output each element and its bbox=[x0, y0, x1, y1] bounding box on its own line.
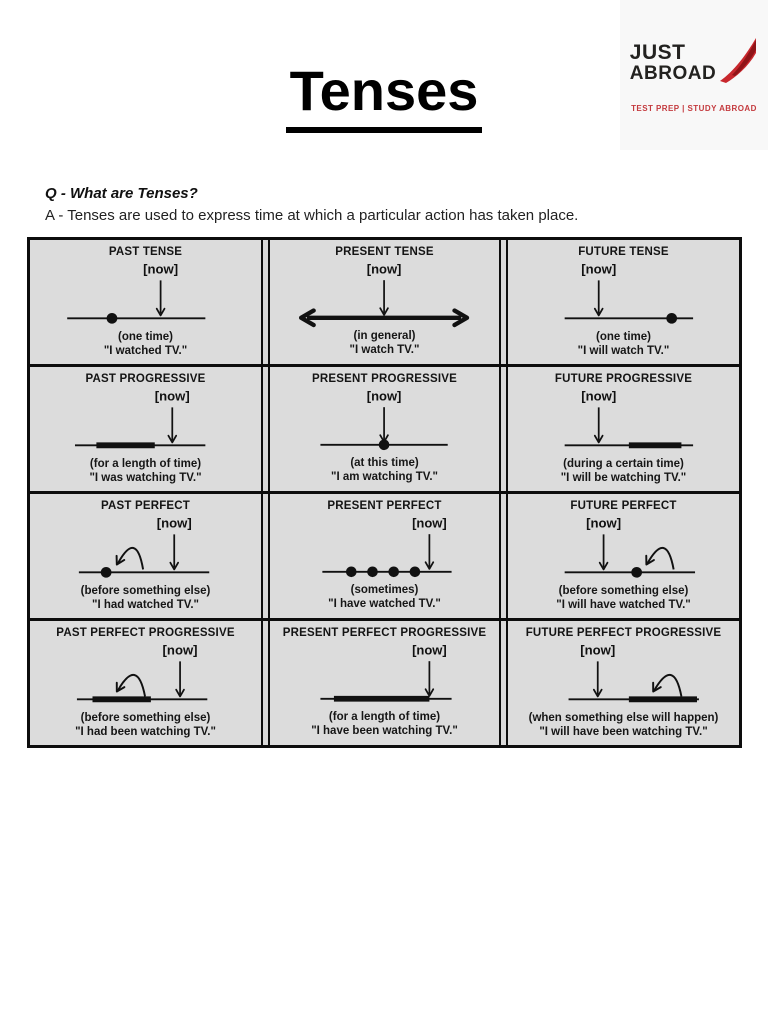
tense-title: FUTURE PROGRESSIVE bbox=[554, 372, 693, 385]
timeline-diagram: [now] bbox=[516, 639, 730, 711]
tense-title: FUTURE TENSE bbox=[578, 245, 669, 258]
tense-caption: (for a length of time) bbox=[328, 711, 441, 724]
tense-cell-future-perfect-progressive: FUTURE PERFECT PROGRESSIVE [now] (when s… bbox=[506, 620, 739, 745]
timeline-diagram: [now] bbox=[278, 639, 490, 710]
tense-title: FUTURE PERFECT PROGRESSIVE bbox=[525, 626, 722, 639]
logo-word-abroad: ABROAD bbox=[629, 62, 717, 84]
tense-cell-future-perfect: FUTURE PERFECT [now] (before something e… bbox=[506, 493, 739, 618]
tense-caption: (during a certain time) bbox=[563, 457, 684, 470]
tense-caption: (before something else) bbox=[558, 584, 689, 597]
svg-text:[now]: [now] bbox=[587, 515, 622, 530]
logo-word-just: JUST bbox=[629, 41, 686, 65]
timeline-diagram: [now] bbox=[38, 258, 252, 330]
svg-text:[now]: [now] bbox=[412, 515, 447, 530]
tense-caption: (before something else) bbox=[80, 584, 211, 597]
svg-text:[now]: [now] bbox=[412, 642, 447, 657]
tense-cell-future-progressive: FUTURE PROGRESSIVE [now] (during a certa… bbox=[506, 366, 739, 491]
timeline-diagram: [now] bbox=[516, 512, 730, 584]
table-row: PAST PROGRESSIVE [now] (for a length of … bbox=[30, 366, 739, 494]
tense-example: "I will watch TV." bbox=[577, 344, 670, 357]
svg-text:[now]: [now] bbox=[144, 261, 179, 276]
tense-cell-past-progressive: PAST PROGRESSIVE [now] (for a length of … bbox=[30, 366, 263, 491]
answer-line: A - Tenses are used to express time at w… bbox=[45, 206, 579, 224]
svg-text:[now]: [now] bbox=[367, 261, 402, 276]
tenses-table: PAST TENSE [now] (one time) "I watched T… bbox=[27, 236, 742, 748]
svg-text:[now]: [now] bbox=[581, 642, 616, 657]
tense-title: FUTURE PERFECT bbox=[570, 499, 677, 512]
tense-caption: (when something else will happen) bbox=[528, 711, 719, 724]
table-row: PAST PERFECT [now] (before something els… bbox=[30, 493, 739, 621]
tense-example: "I watch TV." bbox=[349, 344, 420, 357]
svg-text:[now]: [now] bbox=[582, 261, 617, 276]
tense-example: "I am watching TV." bbox=[331, 471, 438, 484]
tense-caption: (before something else) bbox=[80, 711, 211, 724]
page-title: Tenses bbox=[285, 61, 483, 133]
tense-example: "I will be watching TV." bbox=[560, 471, 687, 484]
timeline-diagram: [now] bbox=[278, 385, 490, 456]
tense-example: "I was watching TV." bbox=[89, 471, 202, 484]
tense-cell-past-perfect-progressive: PAST PERFECT PROGRESSIVE [now] (before s… bbox=[30, 620, 263, 745]
tense-example: "I have watched TV." bbox=[328, 598, 441, 611]
tense-title: PRESENT PERFECT PROGRESSIVE bbox=[282, 626, 487, 639]
tense-title: PRESENT PROGRESSIVE bbox=[311, 372, 458, 385]
svg-text:[now]: [now] bbox=[155, 388, 190, 403]
tense-title: PAST PERFECT bbox=[100, 499, 191, 512]
timeline-diagram: [now] bbox=[38, 385, 252, 457]
timeline-diagram: [now] bbox=[516, 258, 730, 330]
timeline-diagram: [now] bbox=[38, 639, 252, 711]
table-row: PAST TENSE [now] (one time) "I watched T… bbox=[30, 239, 739, 367]
tense-cell-present-simple: PRESENT TENSE [now] (in general) "I watc… bbox=[268, 239, 501, 364]
tense-title: PAST PROGRESSIVE bbox=[85, 372, 206, 385]
table-row: PAST PERFECT PROGRESSIVE [now] (before s… bbox=[30, 620, 739, 745]
tense-cell-present-perfect: PRESENT PERFECT [now] (sometimes) "I hav… bbox=[268, 493, 501, 618]
tense-cell-present-progressive: PRESENT PROGRESSIVE [now] (at this time)… bbox=[268, 366, 501, 491]
tense-example: "I had watched TV." bbox=[92, 598, 199, 611]
tense-title: PRESENT TENSE bbox=[335, 245, 434, 258]
tense-example: "I watched TV." bbox=[103, 344, 188, 357]
tense-example: "I will have been watching TV." bbox=[539, 725, 708, 738]
tense-cell-present-perfect-progressive: PRESENT PERFECT PROGRESSIVE [now] (for a… bbox=[268, 620, 501, 745]
tense-example: "I have been watching TV." bbox=[311, 725, 458, 738]
tense-caption: (at this time) bbox=[350, 457, 419, 470]
timeline-diagram: [now] bbox=[38, 512, 252, 584]
tense-cell-past-perfect: PAST PERFECT [now] (before something els… bbox=[30, 493, 263, 618]
tense-caption: (in general) bbox=[353, 330, 416, 343]
logo-tagline: TEST PREP | STUDY ABROAD bbox=[631, 104, 757, 113]
timeline-diagram: [now] bbox=[278, 512, 490, 583]
tense-cell-past-simple: PAST TENSE [now] (one time) "I watched T… bbox=[30, 239, 263, 364]
question-line: Q - What are Tenses? bbox=[45, 184, 198, 202]
timeline-diagram: [now] bbox=[278, 258, 490, 329]
tense-title: PRESENT PERFECT bbox=[327, 499, 442, 512]
tense-title: PAST TENSE bbox=[108, 245, 183, 258]
timeline-diagram: [now] bbox=[516, 385, 730, 457]
tense-caption: (one time) bbox=[118, 330, 173, 343]
tense-caption: (for a length of time) bbox=[89, 457, 202, 470]
svg-text:[now]: [now] bbox=[163, 642, 198, 657]
tense-cell-future-simple: FUTURE TENSE [now] (one time) "I will wa… bbox=[506, 239, 739, 364]
tense-title: PAST PERFECT PROGRESSIVE bbox=[56, 626, 235, 639]
logo-swoosh-icon bbox=[718, 37, 758, 88]
just-abroad-logo: JUST ABROAD TEST PREP | STUDY ABROAD bbox=[620, 0, 768, 150]
svg-text:[now]: [now] bbox=[582, 388, 617, 403]
tense-caption: (one time) bbox=[596, 330, 651, 343]
tense-caption: (sometimes) bbox=[350, 584, 419, 597]
tense-example: "I will have watched TV." bbox=[556, 598, 691, 611]
svg-text:[now]: [now] bbox=[157, 515, 192, 530]
tense-example: "I had been watching TV." bbox=[75, 725, 216, 738]
svg-text:[now]: [now] bbox=[367, 388, 402, 403]
